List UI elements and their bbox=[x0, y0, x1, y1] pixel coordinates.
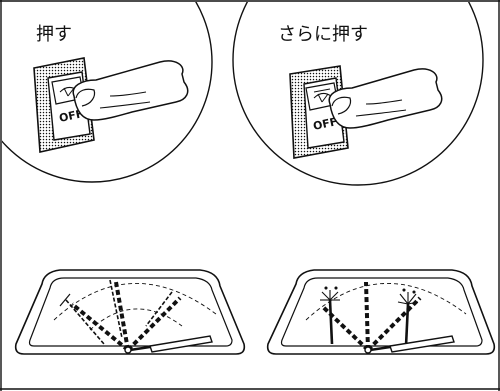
windshield-right bbox=[266, 269, 496, 355]
wiper-positions-right bbox=[320, 281, 455, 354]
callout-circle-left bbox=[2, 2, 213, 183]
finger-right bbox=[328, 68, 443, 129]
washer-spray-left-icon bbox=[320, 286, 340, 301]
switch-off-text-right: OFF bbox=[312, 115, 339, 133]
windshield-left bbox=[14, 269, 246, 355]
wiper-positions-left bbox=[59, 279, 213, 354]
panel-label-right: さらに押す bbox=[278, 24, 368, 45]
switch-off-text-left: OFF bbox=[58, 107, 85, 125]
panel-label-left: 押す bbox=[36, 24, 72, 45]
callout-circle-right bbox=[232, 2, 484, 186]
finger-left bbox=[72, 60, 189, 121]
washer-spray-right-icon bbox=[397, 288, 419, 305]
